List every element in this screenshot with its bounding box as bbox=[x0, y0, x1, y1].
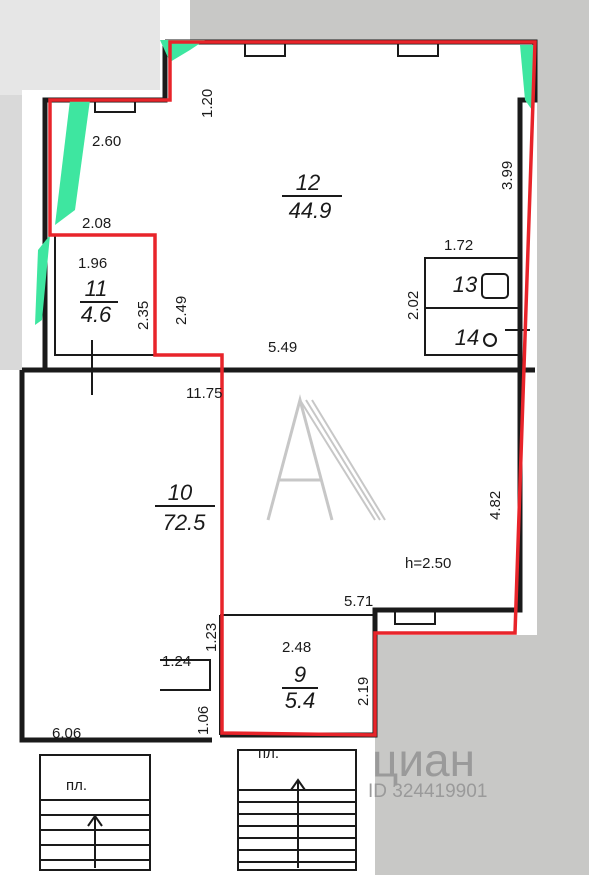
svg-text:h=2.50: h=2.50 bbox=[405, 555, 451, 572]
room-14-label: 14 bbox=[455, 325, 479, 350]
svg-text:2.60: 2.60 bbox=[92, 133, 121, 150]
highlight-outline bbox=[48, 40, 537, 737]
stairs-left bbox=[39, 754, 151, 871]
svg-text:5.49: 5.49 bbox=[268, 339, 297, 356]
svg-text:1.20: 1.20 bbox=[199, 89, 216, 118]
svg-text:1.24: 1.24 bbox=[162, 653, 191, 670]
watermark-cian: циан ID 324419901 bbox=[368, 734, 487, 802]
background-gray-top bbox=[190, 0, 589, 42]
svg-text:1.06: 1.06 bbox=[195, 706, 212, 735]
page-white-left bbox=[0, 0, 160, 95]
svg-text:4.6: 4.6 bbox=[81, 302, 112, 327]
room-13-label: 13 bbox=[453, 272, 509, 299]
svg-text:циан: циан bbox=[372, 734, 475, 786]
svg-text:5.71: 5.71 bbox=[344, 593, 373, 610]
page-white-left-inner bbox=[22, 90, 162, 100]
svg-text:14: 14 bbox=[455, 325, 479, 350]
svg-text:2.48: 2.48 bbox=[282, 639, 311, 656]
svg-text:4.82: 4.82 bbox=[487, 491, 504, 520]
stairs-right bbox=[237, 749, 357, 871]
background-gray-bottom-right bbox=[375, 635, 589, 875]
svg-text:13: 13 bbox=[453, 272, 478, 297]
room-11-label: 11 4.6 bbox=[80, 276, 118, 327]
svg-text:5.4: 5.4 bbox=[285, 688, 316, 713]
svg-text:72.5: 72.5 bbox=[163, 510, 207, 535]
svg-text:1.72: 1.72 bbox=[444, 237, 473, 254]
svg-text:12: 12 bbox=[296, 170, 320, 195]
svg-text:2.49: 2.49 bbox=[173, 296, 190, 325]
svg-text:11: 11 bbox=[85, 276, 108, 301]
svg-text:2.35: 2.35 bbox=[135, 301, 152, 330]
svg-text:11.75: 11.75 bbox=[186, 385, 222, 402]
svg-text:10: 10 bbox=[168, 480, 193, 505]
svg-text:2.19: 2.19 bbox=[355, 677, 372, 706]
svg-text:2.02: 2.02 bbox=[405, 291, 422, 320]
dimension-labels: 1.20 2.60 3.99 2.08 1.96 2.35 2.49 1.72 … bbox=[52, 89, 516, 742]
room-10-label: 10 72.5 bbox=[155, 480, 215, 535]
svg-text:44.9: 44.9 bbox=[289, 198, 332, 223]
svg-text:6.06: 6.06 bbox=[52, 725, 81, 742]
room-9-label: 9 5.4 bbox=[282, 662, 318, 713]
svg-text:ID 324419901: ID 324419901 bbox=[368, 781, 487, 802]
stair-label-left: пл. bbox=[66, 777, 87, 794]
room-12-label: 12 44.9 bbox=[282, 170, 342, 223]
stair-label-right: пл. bbox=[258, 745, 279, 762]
svg-text:2.08: 2.08 bbox=[82, 215, 111, 232]
svg-text:3.99: 3.99 bbox=[499, 161, 516, 190]
svg-text:1.23: 1.23 bbox=[203, 623, 220, 652]
watermark-logo bbox=[266, 394, 386, 521]
svg-text:1.96: 1.96 bbox=[78, 255, 107, 272]
svg-text:9: 9 bbox=[294, 662, 306, 687]
